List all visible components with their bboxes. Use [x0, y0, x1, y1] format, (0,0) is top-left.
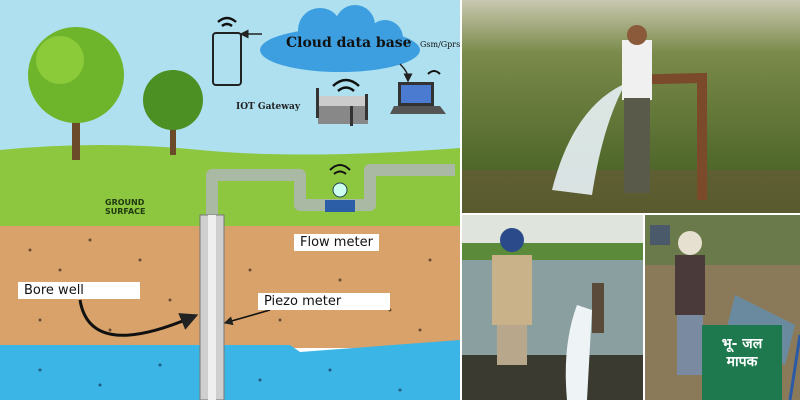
wifi-icon: [332, 78, 360, 92]
pump-pipe: [592, 283, 604, 333]
iot-gateway-label: IOT Gateway: [236, 102, 301, 112]
wifi-icon: [427, 70, 441, 75]
farmer: [675, 255, 705, 315]
tree-icon: [28, 27, 124, 160]
wifi-icon: [329, 164, 351, 175]
water-pipe: [206, 164, 455, 215]
water-table: [0, 340, 460, 400]
router-icon: [316, 88, 368, 126]
sikh-farmer-tubewell-photo: [462, 215, 643, 400]
gsm-gprs-label: Gsm/Gprs: [420, 40, 460, 49]
surface-label: SURFACE: [105, 207, 146, 216]
laptop-icon: [390, 82, 446, 114]
piezo-meter-label: Piezo meter: [258, 293, 390, 310]
water-stream: [552, 85, 622, 195]
ground-label: GROUND: [105, 198, 145, 207]
sign-text-line-1: भू- जल: [721, 336, 763, 352]
wifi-icon: [217, 16, 237, 28]
smartphone-icon: [212, 32, 242, 86]
farmer-with-water-meter-photo: भू- जल मापक: [645, 215, 800, 400]
farmer: [492, 255, 532, 325]
diagram-illustration: [0, 0, 460, 400]
flow-meter-icon: [332, 182, 348, 198]
bore-well-label: Bore well: [18, 282, 140, 299]
photo-illustration: [462, 215, 643, 400]
farmer: [622, 40, 652, 100]
sign-text-line-2: मापक: [726, 354, 758, 370]
grass-layer: [0, 145, 460, 228]
photo-illustration: [462, 0, 800, 213]
tree-icon: [143, 70, 203, 155]
cloud-database-label: Cloud data base: [286, 35, 412, 51]
groundwater-meter-sign: भू- जल मापक: [702, 325, 782, 400]
groundwater-monitoring-diagram: Cloud data base Gsm/Gprs IOT Gateway GRO…: [0, 0, 460, 400]
flow-meter-label: Flow meter: [294, 234, 379, 251]
water-stream: [565, 305, 592, 400]
cloud-icon: [260, 5, 420, 72]
farmer-pumping-water-photo: [462, 0, 800, 213]
